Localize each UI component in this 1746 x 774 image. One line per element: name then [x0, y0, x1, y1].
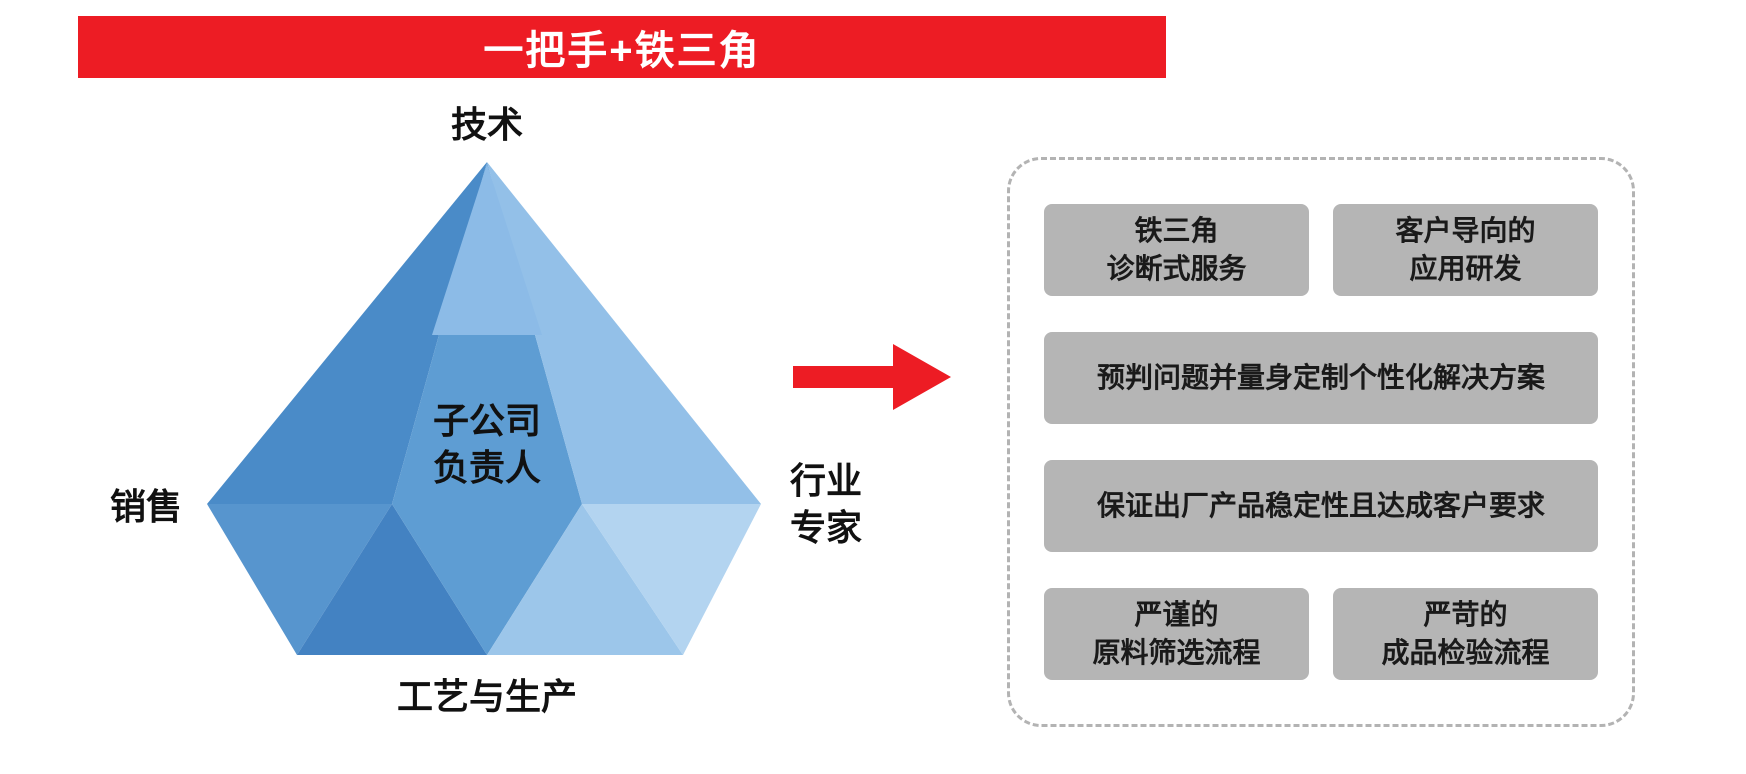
- diamond-facet-lower-3: [392, 504, 582, 655]
- right-arrow-icon: [793, 344, 951, 410]
- diamond-label-process-production: 工艺与生产: [396, 676, 578, 717]
- diamond-label-technology: 技术: [450, 104, 524, 145]
- diamond-facet-lower-4: [487, 504, 683, 655]
- page-title: 一把手+铁三角: [483, 29, 761, 73]
- feature-box-custom-solutions: 预判问题并量身定制个性化解决方案: [1044, 332, 1598, 424]
- feature-box-product-stability: 保证出厂产品稳定性且达成客户要求: [1044, 460, 1598, 552]
- feature-box-iron-triangle-service: 铁三角 诊断式服务: [1044, 204, 1309, 296]
- right-arrow-shape: [793, 344, 951, 410]
- diamond-facet-upper-left: [207, 162, 487, 504]
- panel-row-2: 预判问题并量身定制个性化解决方案: [1044, 332, 1598, 424]
- feature-box-raw-material-screening: 严谨的 原料筛选流程: [1044, 588, 1309, 680]
- diamond-facet-lower-2: [297, 504, 487, 655]
- feature-panel: 铁三角 诊断式服务 客户导向的 应用研发 预判问题并量身定制个性化解决方案 保证…: [1007, 157, 1635, 727]
- panel-row-4: 严谨的 原料筛选流程 严苛的 成品检验流程: [1044, 588, 1598, 680]
- diamond-label-subsidiary-head: 子公司 负责人: [432, 400, 542, 488]
- diamond-facet-lower-1: [207, 504, 392, 655]
- diamond-label-sales: 销售: [109, 486, 183, 527]
- panel-row-1: 铁三角 诊断式服务 客户导向的 应用研发: [1044, 204, 1598, 296]
- diamond-label-industry-expert: 行业 专家: [789, 460, 863, 548]
- diamond-facet-lower-5: [582, 504, 761, 655]
- title-banner: 一把手+铁三角: [78, 16, 1166, 78]
- feature-box-finished-product-inspection: 严苛的 成品检验流程: [1333, 588, 1598, 680]
- feature-box-customer-oriented-rnd: 客户导向的 应用研发: [1333, 204, 1598, 296]
- diamond-facet-table: [432, 164, 542, 335]
- panel-row-3: 保证出厂产品稳定性且达成客户要求: [1044, 460, 1598, 552]
- diamond-facet-upper-right: [487, 162, 761, 504]
- diamond-illustration: [207, 162, 761, 655]
